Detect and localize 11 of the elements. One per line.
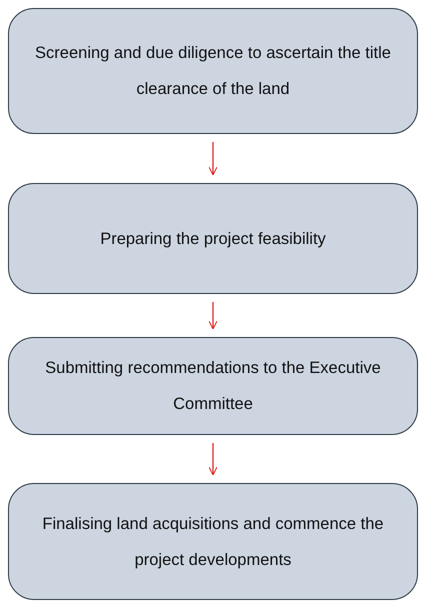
- process-box: [8, 8, 418, 134]
- step-text: Screening and due diligence to ascertain the title clearance of the land: [34, 43, 392, 100]
- process-box: [8, 337, 418, 435]
- arrow: [208, 443, 218, 476]
- process-box: [8, 483, 418, 600]
- step-text: Submitting recommendations to the Executive Committee: [44, 358, 382, 415]
- arrow: [208, 302, 218, 330]
- arrow: [208, 142, 218, 176]
- process-box: [8, 183, 418, 294]
- step-text: Preparing the project feasibility: [100, 228, 326, 250]
- step-text: Finalising land acquisitions and commence the project developments: [41, 514, 385, 570]
